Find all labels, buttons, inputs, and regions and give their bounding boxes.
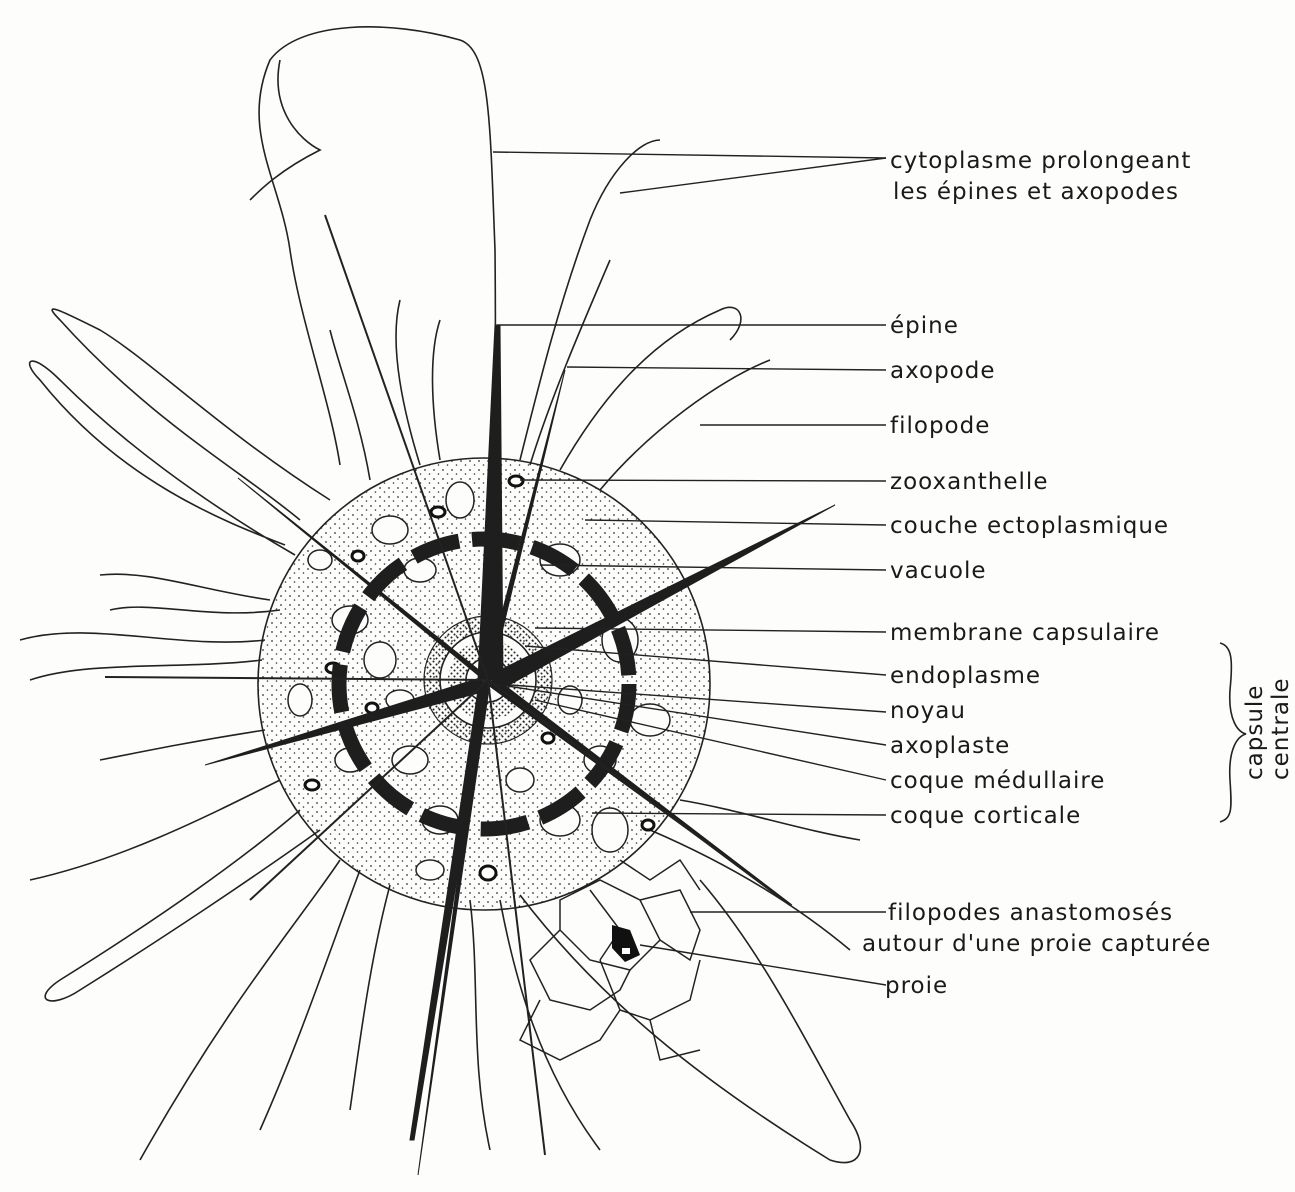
label-axoplaste: axoplaste [890, 733, 1010, 759]
label-zooxanthelle: zooxanthelle [890, 469, 1048, 495]
label-endoplasme: endoplasme [890, 663, 1041, 689]
label-noyau: noyau [890, 698, 966, 724]
label-proie: proie [885, 973, 948, 999]
label-membrane-capsulaire: membrane capsulaire [890, 620, 1160, 646]
label-coque-corticale: coque corticale [890, 803, 1081, 829]
labels: cytoplasme prolongeant les épines et axo… [862, 148, 1294, 999]
label-cytoplasme-1: cytoplasme prolongeant [890, 148, 1191, 174]
label-centrale: centrale [1268, 678, 1294, 780]
label-capsule: capsule [1242, 685, 1268, 780]
label-epine: épine [890, 313, 959, 339]
label-vacuole: vacuole [890, 558, 987, 584]
label-filopodes-anastomoses-1: filopodes anastomosés [888, 900, 1173, 926]
label-cytoplasme-2: les épines et axopodes [893, 179, 1179, 205]
prey [612, 925, 640, 962]
label-filopode: filopode [890, 413, 990, 439]
label-coque-medullaire: coque médullaire [890, 768, 1105, 794]
label-couche-ectoplasmique: couche ectoplasmique [890, 513, 1169, 539]
label-filopodes-anastomoses-2: autour d'une proie capturée [862, 931, 1211, 957]
label-axopode: axopode [890, 358, 996, 384]
